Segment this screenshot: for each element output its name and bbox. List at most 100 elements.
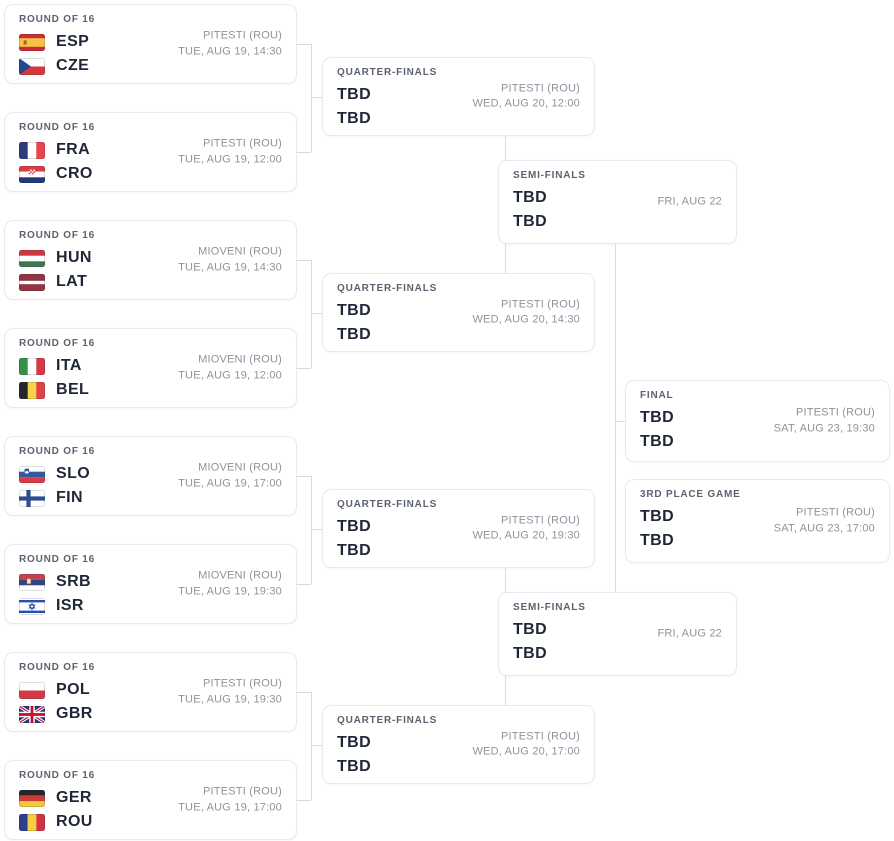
team-row-1: ESP [19, 31, 282, 53]
team-row-1: GER [19, 787, 282, 809]
match-card-round-of-16-7[interactable]: ROUND OF 16 POL GBR PITESTI (ROU) TUE, A… [4, 652, 297, 732]
pol-flag-icon [19, 681, 45, 699]
gbr-flag-icon [19, 705, 45, 723]
team-code-1: TBD [337, 734, 372, 751]
rou-flag-icon [19, 813, 45, 831]
venue-text: PITESTI (ROU) [796, 406, 875, 419]
team-code-2: FIN [56, 489, 83, 506]
venue-text: PITESTI (ROU) [501, 514, 580, 526]
team-row-2: FIN [19, 487, 282, 509]
venue-datetime-block: FRI, AUG 22 [657, 626, 722, 642]
team-code-1: TBD [640, 508, 675, 525]
bracket-connector-line [297, 800, 311, 801]
venue-text: MIOVENI (ROU) [198, 353, 282, 366]
team-code-1: TBD [640, 409, 675, 426]
team-row-1: ITA [19, 355, 282, 377]
match-card-quarter-finals-4[interactable]: QUARTER-FINALS TBD TBD PITESTI (ROU) WED… [322, 705, 595, 784]
team-code-2: ISR [56, 597, 84, 614]
team-code-2: GBR [56, 705, 93, 722]
team-row-2: LAT [19, 271, 282, 293]
bel-flag-icon [19, 381, 45, 399]
datetime-text: TUE, AUG 19, 14:30 [178, 261, 282, 273]
bracket-connector-line [615, 202, 616, 634]
venue-text: PITESTI (ROU) [203, 677, 282, 690]
team-code-1: TBD [337, 518, 372, 535]
team-row-1: TBD [337, 516, 580, 538]
round-label: SEMI-FINALS [513, 602, 586, 613]
datetime-text: TUE, AUG 19, 12:00 [178, 153, 282, 165]
match-card-third-place-1[interactable]: 3RD PLACE GAME TBD TBD PITESTI (ROU) SAT… [625, 479, 890, 563]
team-row-1: TBD [640, 407, 875, 429]
round-label: ROUND OF 16 [19, 338, 96, 349]
team-code-1: POL [56, 681, 91, 698]
team-code-2: TBD [337, 110, 372, 127]
datetime-text: TUE, AUG 19, 14:30 [178, 45, 282, 57]
datetime-text: SAT, AUG 23, 19:30 [773, 422, 875, 434]
team-code-2: TBD [337, 326, 372, 343]
slo-flag-icon [19, 465, 45, 483]
round-label: QUARTER-FINALS [337, 283, 438, 294]
team-code-2: TBD [513, 213, 548, 230]
team-row-1: TBD [337, 84, 580, 106]
venue-datetime-block: PITESTI (ROU) WED, AUG 20, 14:30 [472, 297, 580, 328]
round-label: FINAL [640, 390, 674, 401]
team-row-1: TBD [640, 506, 875, 528]
team-code-2: TBD [640, 433, 675, 450]
isr-flag-icon [19, 597, 45, 615]
match-card-round-of-16-3[interactable]: ROUND OF 16 HUN LAT MIOVENI (ROU) TUE, A… [4, 220, 297, 300]
bracket-connector-line [297, 152, 311, 153]
match-card-round-of-16-6[interactable]: ROUND OF 16 SRB ISR MIOVENI (ROU) TUE, A… [4, 544, 297, 624]
match-card-round-of-16-5[interactable]: ROUND OF 16 SLO FIN MIOVENI (ROU) TUE, A… [4, 436, 297, 516]
datetime-text: TUE, AUG 19, 17:00 [178, 477, 282, 489]
team-code-1: ESP [56, 33, 90, 50]
bracket-connector-line [311, 692, 312, 800]
venue-datetime-block: PITESTI (ROU) WED, AUG 20, 17:00 [472, 729, 580, 760]
round-label: ROUND OF 16 [19, 446, 96, 457]
team-code-2: CZE [56, 57, 90, 74]
team-row-1: HUN [19, 247, 282, 269]
venue-text: PITESTI (ROU) [501, 298, 580, 310]
bracket-connector-line [297, 44, 311, 45]
match-card-final-1[interactable]: FINAL TBD TBD PITESTI (ROU) SAT, AUG 23,… [625, 380, 890, 462]
cze-flag-icon [19, 57, 45, 75]
team-row-2: TBD [337, 756, 580, 778]
match-card-semi-finals-1[interactable]: SEMI-FINALS TBD TBD FRI, AUG 22 [498, 160, 737, 244]
venue-text: PITESTI (ROU) [796, 506, 875, 519]
team-code-1: TBD [513, 189, 548, 206]
venue-datetime-block: MIOVENI (ROU) TUE, AUG 19, 17:00 [178, 461, 282, 492]
team-row-2: CZE [19, 55, 282, 77]
esp-flag-icon [19, 33, 45, 51]
datetime-text: FRI, AUG 22 [657, 627, 722, 640]
datetime-text: TUE, AUG 19, 12:00 [178, 369, 282, 381]
team-code-1: SRB [56, 573, 91, 590]
match-card-round-of-16-1[interactable]: ROUND OF 16 ESP CZE PITESTI (ROU) TUE, A… [4, 4, 297, 84]
match-card-round-of-16-4[interactable]: ROUND OF 16 ITA BEL MIOVENI (ROU) TUE, A… [4, 328, 297, 408]
match-card-semi-finals-2[interactable]: SEMI-FINALS TBD TBD FRI, AUG 22 [498, 592, 737, 676]
team-row-2: BEL [19, 379, 282, 401]
match-card-quarter-finals-1[interactable]: QUARTER-FINALS TBD TBD PITESTI (ROU) WED… [322, 57, 595, 136]
match-card-round-of-16-8[interactable]: ROUND OF 16 GER ROU PITESTI (ROU) TUE, A… [4, 760, 297, 840]
venue-text: PITESTI (ROU) [203, 785, 282, 798]
team-row-1: POL [19, 679, 282, 701]
team-row-2: TBD [337, 540, 580, 562]
round-label: ROUND OF 16 [19, 662, 96, 673]
match-card-quarter-finals-2[interactable]: QUARTER-FINALS TBD TBD PITESTI (ROU) WED… [322, 273, 595, 352]
round-label: ROUND OF 16 [19, 122, 96, 133]
team-code-2: TBD [337, 542, 372, 559]
round-label: ROUND OF 16 [19, 230, 96, 241]
team-code-2: ROU [56, 813, 93, 830]
bracket-connector-line [297, 260, 311, 261]
venue-datetime-block: MIOVENI (ROU) TUE, AUG 19, 14:30 [178, 245, 282, 276]
ger-flag-icon [19, 789, 45, 807]
bracket-connector-line [311, 476, 312, 584]
round-label: ROUND OF 16 [19, 770, 96, 781]
match-card-round-of-16-2[interactable]: ROUND OF 16 FRA CRO PITESTI (ROU) TUE, A… [4, 112, 297, 192]
bracket-connector-line [311, 312, 322, 314]
match-card-quarter-finals-3[interactable]: QUARTER-FINALS TBD TBD PITESTI (ROU) WED… [322, 489, 595, 568]
team-code-2: TBD [640, 532, 675, 549]
bracket-connector-line [311, 744, 322, 746]
team-row-1: TBD [513, 619, 722, 641]
venue-datetime-block: PITESTI (ROU) SAT, AUG 23, 19:30 [774, 406, 875, 437]
team-row-2: TBD [640, 431, 875, 453]
team-code-1: FRA [56, 141, 91, 158]
